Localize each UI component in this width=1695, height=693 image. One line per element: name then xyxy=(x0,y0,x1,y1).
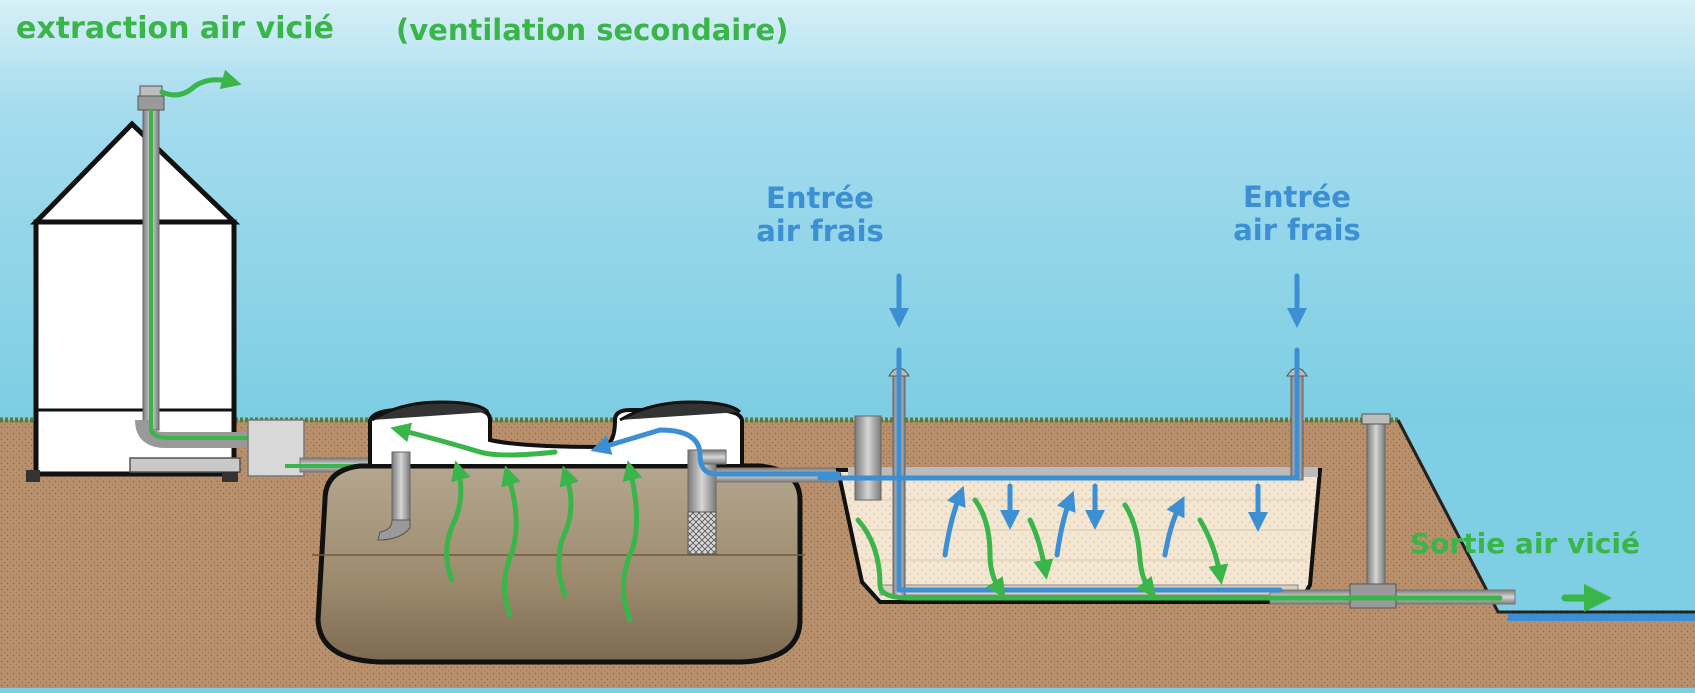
tank-inlet-tee xyxy=(377,451,411,541)
title-subtitle: (ventilation secondaire) xyxy=(396,13,789,47)
filter-bed xyxy=(835,467,1323,604)
green-path-house xyxy=(149,110,255,440)
fresh-air-inlet-label-1: Entrée air frais xyxy=(730,181,910,249)
filter-riser xyxy=(854,415,882,501)
inlet-2-line1: Entrée xyxy=(1243,180,1351,214)
outlet-stream xyxy=(1508,614,1695,621)
tank-outlet-filter xyxy=(687,449,727,555)
inlet-2-line2: air frais xyxy=(1233,213,1361,248)
inlet-1-line2: air frais xyxy=(756,214,884,249)
title-extraction: extraction air vicié xyxy=(16,11,334,46)
outlet-riser xyxy=(1366,419,1386,601)
fresh-air-flow xyxy=(590,273,1307,593)
ditch-edge xyxy=(1396,419,1695,614)
vent-elbow xyxy=(135,419,250,448)
outlet-label: Sortie air vicié xyxy=(1410,527,1641,560)
fresh-air-inlet-label-2: Entrée air frais xyxy=(1207,180,1387,248)
inlet-1-line1: Entrée xyxy=(766,181,874,215)
vitiated-air-flow xyxy=(159,69,1612,623)
sky xyxy=(0,0,1695,425)
